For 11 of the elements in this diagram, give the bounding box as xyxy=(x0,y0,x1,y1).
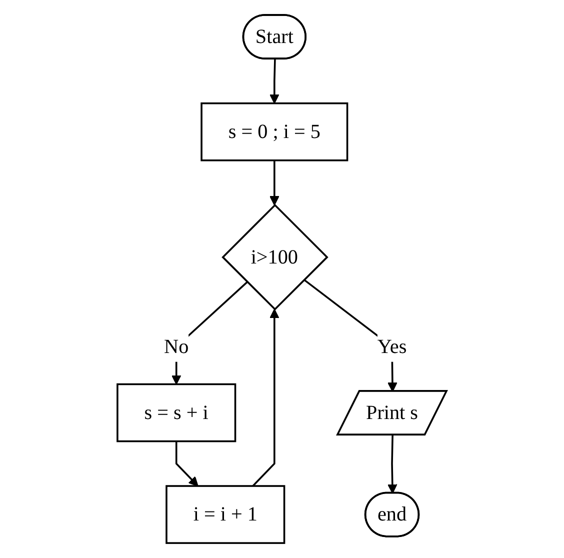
edge-label: Yes xyxy=(377,335,407,358)
node-box: s = s + i xyxy=(116,383,236,442)
edge-label: No xyxy=(164,335,189,358)
arrow xyxy=(175,441,198,486)
arrow xyxy=(270,59,280,104)
node-box: s = 0 ; i = 5 xyxy=(200,102,348,162)
node-box: i = i + 1 xyxy=(166,485,286,544)
node-diamond: i>100 xyxy=(222,204,328,311)
arrow xyxy=(270,160,280,206)
arrow xyxy=(387,435,398,494)
arrow xyxy=(252,308,280,487)
